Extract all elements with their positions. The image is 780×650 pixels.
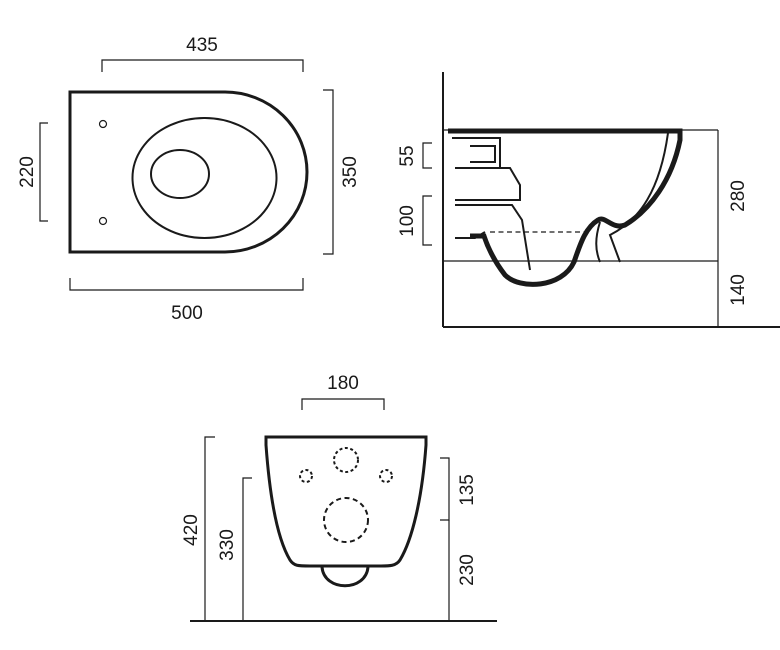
top-view: 435 220 350 500 [17,35,361,324]
side-view: 55 100 280 140 [397,72,780,328]
inlet-dashed-circle [333,447,359,473]
dimension-500: 500 [69,278,304,324]
bowl-profile [448,128,683,287]
dimension-label-220: 220 [17,156,38,188]
inner-rim [131,117,278,239]
front-body [264,435,428,568]
outlet-dashed-circle [323,497,369,543]
dimension-label-435: 435 [186,35,218,56]
fixing-circle-left [299,469,313,483]
dimension-180: 180 [301,373,385,410]
front-outlet [320,566,370,588]
dimension-140: 140 [728,274,749,306]
dimension-label-280: 280 [728,180,749,212]
dimension-label-350: 350 [340,156,361,188]
dimension-435: 435 [101,35,304,72]
dimension-label-180: 180 [327,373,359,394]
fixing-hole-bottom [98,216,108,226]
dimension-label-55: 55 [397,145,418,166]
dimension-135: 135 [440,457,478,521]
dimension-label-330: 330 [217,529,238,561]
dimension-280: 280 [717,130,749,327]
outlet-pipe [455,204,531,271]
dimension-230: 230 [448,520,478,620]
inlet-connector [452,137,521,201]
dimension-label-100: 100 [397,205,418,237]
dimension-220: 220 [17,122,48,222]
front-view: 180 420 330 135 230 [181,373,497,622]
dimension-330: 330 [217,477,252,620]
dimension-55: 55 [397,142,432,169]
fixing-circle-right [379,469,393,483]
dimension-420: 420 [181,436,215,620]
dimension-label-500: 500 [171,303,203,324]
dimension-350: 350 [323,89,361,255]
seat-opening [150,149,210,199]
bowl-outline [68,90,309,254]
dimension-label-230: 230 [457,554,478,586]
dimension-100: 100 [397,195,432,246]
fixing-hole-top [98,119,108,129]
dimension-label-140: 140 [728,274,749,306]
dimension-label-420: 420 [181,514,202,546]
dimension-label-135: 135 [457,474,478,506]
